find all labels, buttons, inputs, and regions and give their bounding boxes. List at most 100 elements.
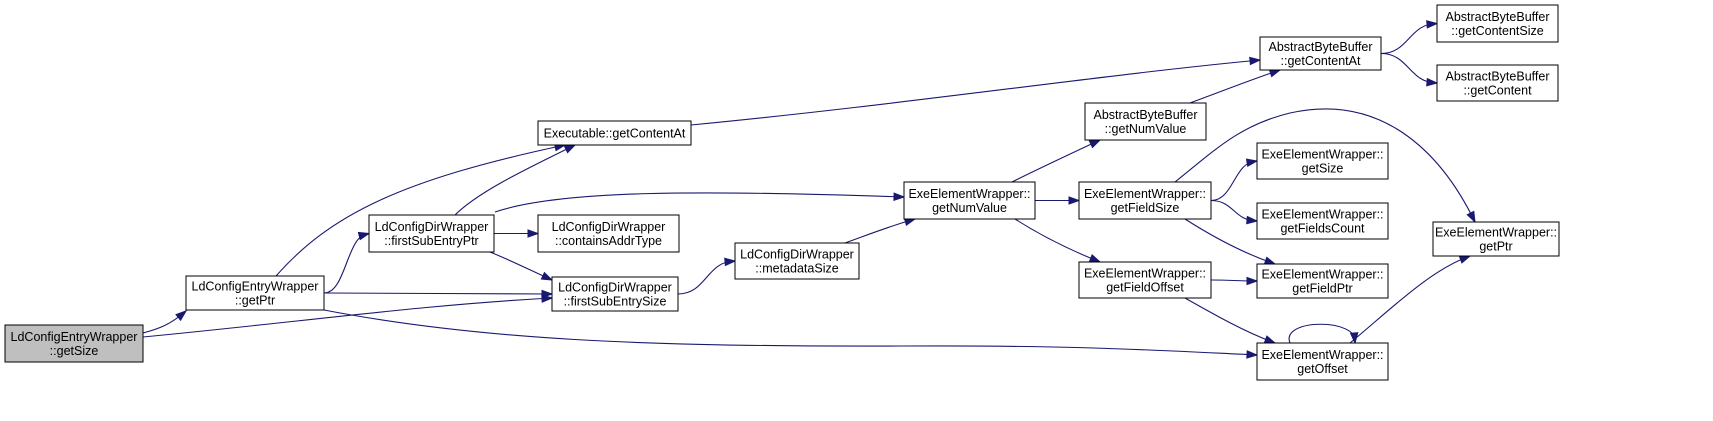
edge-line	[275, 144, 566, 277]
edge-ld_dir_firstsubentryptr-to-exe_el_getnumvalue	[494, 192, 906, 213]
edge-ld_dir_firstsubentryptr-to-exe_getcontentat	[454, 144, 577, 216]
edge-abb_getcontentat-to-abb_getcontent	[1380, 52, 1439, 87]
node-label-line: ::getNumValue	[1105, 122, 1187, 136]
arrow-head	[357, 231, 371, 241]
node-ld_entry_getptr[interactable]: LdConfigEntryWrapper::getPtr	[185, 275, 325, 311]
node-label-line: LdConfigDirWrapper	[558, 281, 672, 295]
node-label-line: getFieldSize	[1111, 201, 1180, 215]
node-label-line: ::getPtr	[235, 294, 275, 308]
node-exe_el_getnumvalue[interactable]: ExeElementWrapper::getNumValue	[903, 181, 1036, 220]
node-label-line: LdConfigDirWrapper	[552, 220, 666, 234]
edge-line	[844, 218, 916, 244]
edge-exe_el_getfieldsize-to-exe_el_getptr	[1174, 108, 1476, 224]
node-label-line: ::getContentSize	[1451, 24, 1543, 38]
node-label-line: LdConfigDirWrapper	[740, 248, 854, 262]
node-label-line: ExeElementWrapper::	[1261, 208, 1383, 222]
node-exe_el_getfieldsize[interactable]: ExeElementWrapper::getFieldSize	[1078, 181, 1212, 220]
edge-ld_dir_firstsubentrysize-to-ld_dir_metadatasize	[677, 257, 737, 295]
node-label-line: ExeElementWrapper::	[1261, 268, 1383, 282]
node-box	[1436, 4, 1559, 43]
node-label-line: getFieldsCount	[1280, 222, 1365, 236]
node-box	[1084, 102, 1207, 141]
edge-line	[1184, 297, 1276, 344]
edge-line	[454, 144, 576, 216]
edge-line	[1380, 22, 1438, 55]
node-exe_el_getptr[interactable]: ExeElementWrapper::getPtr	[1432, 221, 1560, 257]
arrow-head	[1349, 332, 1359, 345]
node-ld_dir_containsaddrtype[interactable]: LdConfigDirWrapper::containsAddrType	[537, 214, 680, 253]
arrow-head	[563, 144, 577, 154]
node-box	[1256, 142, 1389, 180]
node-label-line: ::firstSubEntryPtr	[384, 234, 478, 248]
arrow-head	[1068, 196, 1081, 205]
node-label-line: getFieldOffset	[1106, 281, 1184, 295]
node-ld_dir_metadatasize[interactable]: LdConfigDirWrapper::metadataSize	[734, 242, 860, 280]
node-box	[537, 120, 692, 146]
node-abb_getcontent[interactable]: AbstractByteBuffer::getContent	[1436, 64, 1559, 102]
node-label-line: Executable::getContentAt	[544, 127, 686, 141]
node-label-line: AbstractByteBuffer	[1446, 70, 1550, 84]
edge-ld_dir_firstsubentryptr-to-ld_dir_containsaddrtype	[493, 229, 540, 238]
edge-exe_el_getnumvalue-to-exe_el_getfieldoffset	[1014, 218, 1102, 263]
node-box	[1436, 64, 1559, 102]
node-label-line: ExeElementWrapper::	[1261, 348, 1383, 362]
node-ld_dir_firstsubentryptr[interactable]: LdConfigDirWrapper::firstSubEntryPtr	[368, 214, 495, 253]
node-box	[1256, 342, 1389, 381]
arrow-head	[1426, 20, 1439, 29]
node-exe_el_getfieldptr[interactable]: ExeElementWrapper::getFieldPtr	[1256, 263, 1389, 299]
node-exe_getcontentat[interactable]: Executable::getContentAt	[537, 120, 692, 146]
edge-line	[1288, 323, 1356, 344]
arrow-head	[1245, 158, 1259, 167]
node-label-line: getSize	[1302, 162, 1344, 176]
node-box	[1256, 263, 1389, 299]
edge-abb_getnumvalue-to-abb_getcontentat	[1189, 69, 1282, 104]
node-label-line: getOffset	[1297, 362, 1348, 376]
node-exe_el_getoffset[interactable]: ExeElementWrapper::getOffset	[1256, 342, 1389, 381]
node-box	[551, 276, 679, 312]
node-exe_el_getfieldoffset[interactable]: ExeElementWrapper::getFieldOffset	[1078, 261, 1212, 299]
edge-line	[1189, 69, 1281, 104]
arrow-head	[1088, 254, 1102, 263]
node-box	[537, 214, 680, 253]
edge-line	[1174, 108, 1476, 223]
node-label-line: ExeElementWrapper::	[1084, 187, 1206, 201]
arrow-head	[1246, 215, 1259, 225]
node-exe_el_getsize[interactable]: ExeElementWrapper::getSize	[1256, 142, 1389, 180]
edge-line	[1210, 160, 1258, 202]
edge-line	[142, 297, 553, 338]
node-label-line: AbstractByteBuffer	[1446, 10, 1550, 24]
node-box	[1078, 261, 1212, 299]
node-box	[1259, 36, 1382, 71]
node-ld_dir_firstsubentrysize[interactable]: LdConfigDirWrapper::firstSubEntrySize	[551, 276, 679, 312]
node-abb_getnumvalue[interactable]: AbstractByteBuffer::getNumValue	[1084, 102, 1207, 141]
arrow-head	[1246, 350, 1259, 359]
node-label-line: ::getContent	[1463, 84, 1532, 98]
node-ld_entry_getsize[interactable]: LdConfigEntryWrapper::getSize	[4, 324, 144, 363]
node-label-line: ::firstSubEntrySize	[564, 295, 667, 309]
edge-exe_getcontentat-to-abb_getcontentat	[690, 56, 1262, 126]
arrow-head	[893, 192, 906, 201]
edge-ld_entry_getptr-to-exe_el_getoffset	[323, 309, 1259, 359]
node-label-line: ::getSize	[50, 344, 99, 358]
node-label-line: ExeElementWrapper::	[1261, 148, 1383, 162]
arrow-head	[1268, 69, 1282, 78]
node-box	[4, 324, 144, 363]
edge-ld_entry_getsize-to-ld_entry_getptr	[142, 310, 188, 334]
node-exe_el_getfieldscount[interactable]: ExeElementWrapper::getFieldsCount	[1256, 202, 1389, 240]
edge-line	[323, 292, 553, 295]
node-abb_getcontentat[interactable]: AbstractByteBuffer::getContentAt	[1259, 36, 1382, 71]
arrow-head	[1263, 335, 1277, 344]
edge-line	[1184, 218, 1276, 265]
edge-line	[677, 260, 736, 295]
edge-exe_el_getnumvalue-to-exe_el_getfieldsize	[1035, 196, 1081, 205]
node-box	[734, 242, 860, 280]
node-box	[1256, 202, 1389, 240]
edge-exe_el_getnumvalue-to-abb_getnumvalue	[1011, 139, 1102, 183]
node-box	[185, 275, 325, 311]
node-abb_getcontentsize[interactable]: AbstractByteBuffer::getContentSize	[1436, 4, 1559, 43]
edge-exe_el_getfieldoffset-to-exe_el_getoffset	[1184, 297, 1277, 344]
node-label-line: ExeElementWrapper::	[1084, 267, 1206, 281]
edge-ld_dir_firstsubentryptr-to-ld_dir_firstsubentrysize	[489, 251, 554, 281]
node-label-line: LdConfigEntryWrapper	[192, 280, 319, 294]
